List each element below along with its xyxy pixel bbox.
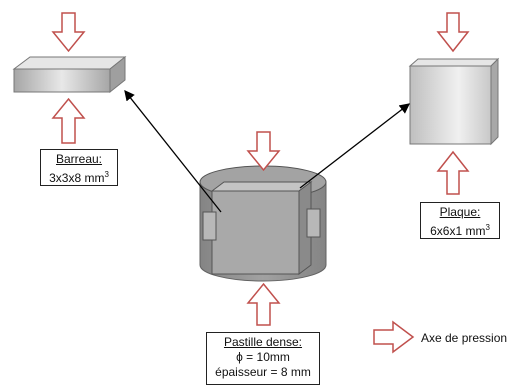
barreau-bar xyxy=(12,55,127,94)
barreau-title: Barreau: xyxy=(55,152,103,166)
pastille-label: Pastille dense: ϕ = 10mm épaisseur = 8 m… xyxy=(206,332,320,385)
legend-arrow-icon xyxy=(373,320,415,354)
plaque-plate xyxy=(408,57,500,146)
barreau-dims: 3x3x8 mm xyxy=(49,171,105,185)
pressure-arrow-plaque-bottom xyxy=(436,150,470,195)
pastille-thickness: épaisseur = 8 mm xyxy=(215,365,311,379)
connector-to-plaque xyxy=(299,103,411,189)
pressure-arrow-barreau-bottom xyxy=(51,97,86,144)
plaque-dims: 6x6x1 mm xyxy=(430,224,486,238)
plaque-label: Plaque: 6x6x1 mm3 xyxy=(420,202,500,239)
plaque-exp: 3 xyxy=(485,223,490,232)
barreau-label: Barreau: 3x3x8 mm3 xyxy=(40,149,118,186)
pastille-cylinder xyxy=(199,165,327,282)
pressure-arrow-plaque-top xyxy=(436,12,470,53)
pressure-arrow-pastille-top xyxy=(246,131,281,172)
pastille-title: Pastille dense: xyxy=(223,335,303,349)
pressure-arrow-barreau-top xyxy=(51,12,86,53)
pressure-arrow-pastille-bottom xyxy=(246,282,281,326)
pastille-diameter: ϕ = 10mm xyxy=(236,350,290,364)
legend-label: Axe de pression xyxy=(421,331,508,345)
connector-to-barreau xyxy=(124,89,222,213)
plaque-title: Plaque: xyxy=(439,205,481,219)
barreau-exp: 3 xyxy=(104,170,109,179)
